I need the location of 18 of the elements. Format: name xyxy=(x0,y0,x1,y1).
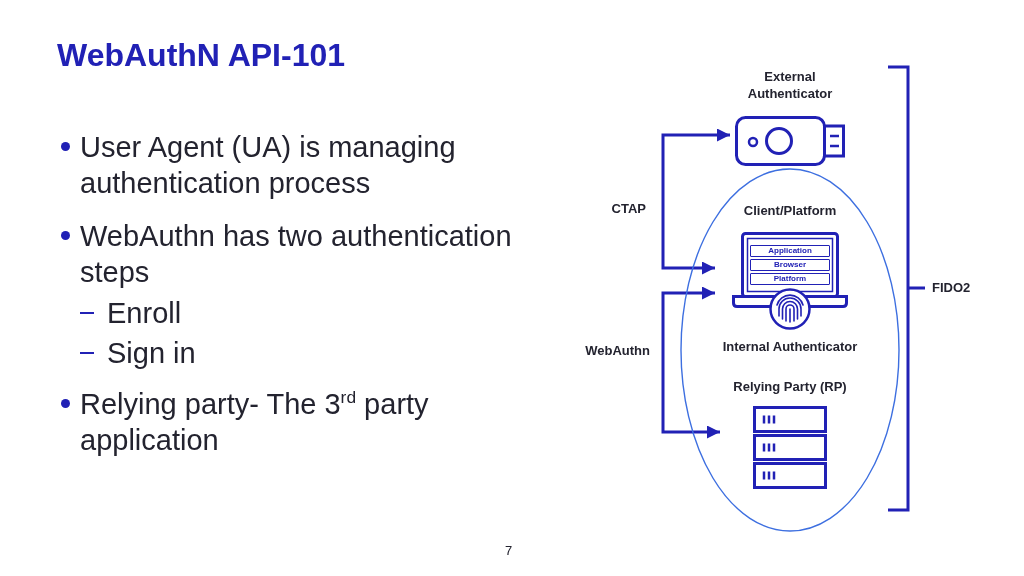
ellipse-outline xyxy=(680,168,900,532)
node-heading: Relying Party (RP) xyxy=(733,378,847,395)
double-arrow xyxy=(661,128,730,275)
node-heading: Client/Platform xyxy=(743,202,837,219)
bullet-text: Sign in xyxy=(107,336,197,371)
layer-box: Browser xyxy=(750,259,830,271)
bullet-text: WebAuthn has two authentication steps xyxy=(80,219,513,290)
slide-title: WebAuthN API-101 xyxy=(57,36,346,74)
bracket-label: FIDO2 xyxy=(932,280,971,296)
page-number: 7 xyxy=(505,543,513,559)
node-caption: Internal Authenticator xyxy=(722,338,858,355)
layer-box: Platform xyxy=(750,273,830,285)
bullet-text: Enroll xyxy=(107,296,183,331)
layer-box: Application xyxy=(750,245,830,257)
node-heading: External Authenticator xyxy=(747,68,833,102)
double-arrow xyxy=(661,286,720,439)
bullet-text: User Agent (UA) is managing authentication process xyxy=(80,130,457,201)
bullet-text: Relying party- The 3$^{rd}$ party application xyxy=(80,386,430,458)
